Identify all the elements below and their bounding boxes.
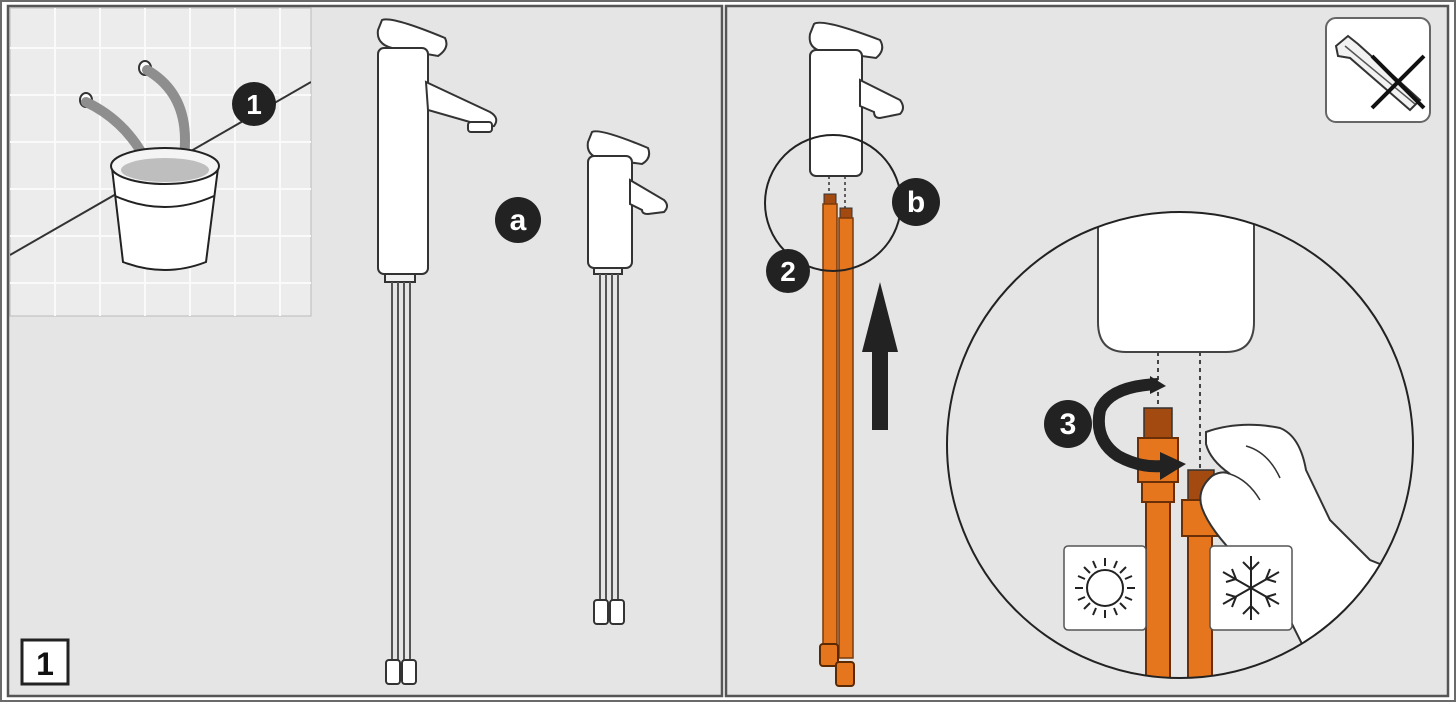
callout-2: 2 <box>766 249 810 293</box>
rotate-arrow-icon <box>1092 376 1186 480</box>
svg-text:1: 1 <box>246 89 262 120</box>
step-number-box: 1 <box>20 638 70 686</box>
svg-text:b: b <box>907 186 925 219</box>
snowflake-icon <box>1209 545 1293 631</box>
short-faucet <box>586 130 668 625</box>
arrow-up-icon <box>862 282 898 430</box>
faucet-with-hoses <box>808 21 904 687</box>
wall-inset <box>9 7 312 317</box>
callout-3: 3 <box>1044 400 1092 448</box>
svg-text:2: 2 <box>780 256 796 287</box>
sun-icon <box>1063 545 1147 631</box>
callout-1: 1 <box>232 82 276 126</box>
svg-text:3: 3 <box>1060 408 1077 441</box>
wrench-crossed-icon <box>1325 17 1431 123</box>
callout-a: a <box>495 197 541 243</box>
bucket-icon <box>110 147 220 271</box>
svg-text:a: a <box>510 204 527 237</box>
callout-b: b <box>892 178 940 226</box>
step-number: 1 <box>36 646 54 682</box>
tall-faucet <box>376 18 498 685</box>
